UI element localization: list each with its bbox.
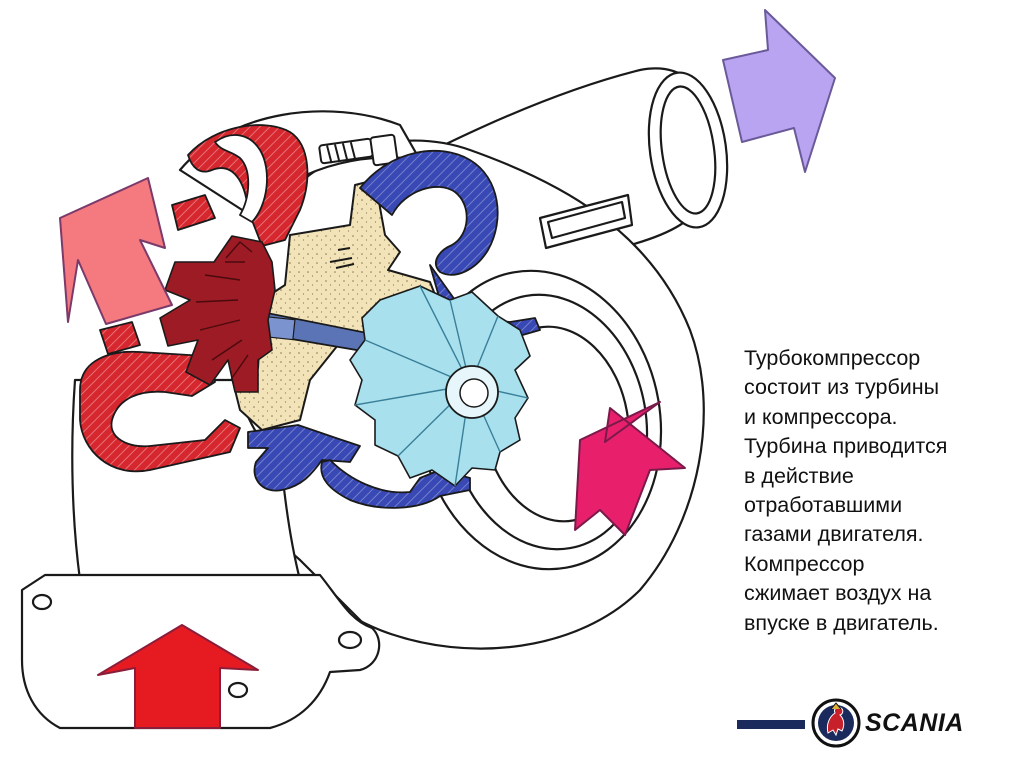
caption-line: Компрессор (744, 551, 865, 576)
caption-line: газами двигателя. (744, 522, 924, 547)
turbine-housing-section (79, 124, 309, 473)
caption-line: состоит из турбины (744, 375, 940, 400)
caption-line: отработавшими (744, 493, 903, 518)
arrow-exhaust-in (97, 624, 259, 729)
brand-wordmark: SCANIA (865, 709, 964, 737)
turbine-wheel (159, 235, 276, 393)
caption-line: и компрессора. (744, 404, 898, 429)
caption-line: Турбокомпрессор (744, 346, 921, 370)
bolt (318, 133, 399, 167)
caption-text: Турбокомпрессор состоит из турбины и ком… (744, 344, 1014, 638)
caption-line: в действие (744, 463, 854, 488)
scania-logo: SCANIA (737, 693, 1017, 753)
compressor-wheel (349, 285, 531, 487)
caption-line: сжимает воздух на (744, 581, 932, 606)
arrow-air-out (722, 9, 836, 173)
caption-line: впуске в двигатель. (744, 610, 939, 635)
arrow-exhaust-out (59, 177, 173, 325)
brand-bar (737, 720, 805, 729)
caption-line: Турбина приводится (744, 434, 948, 459)
arrow-air-in (574, 401, 686, 536)
griffin-emblem-icon (811, 698, 861, 748)
